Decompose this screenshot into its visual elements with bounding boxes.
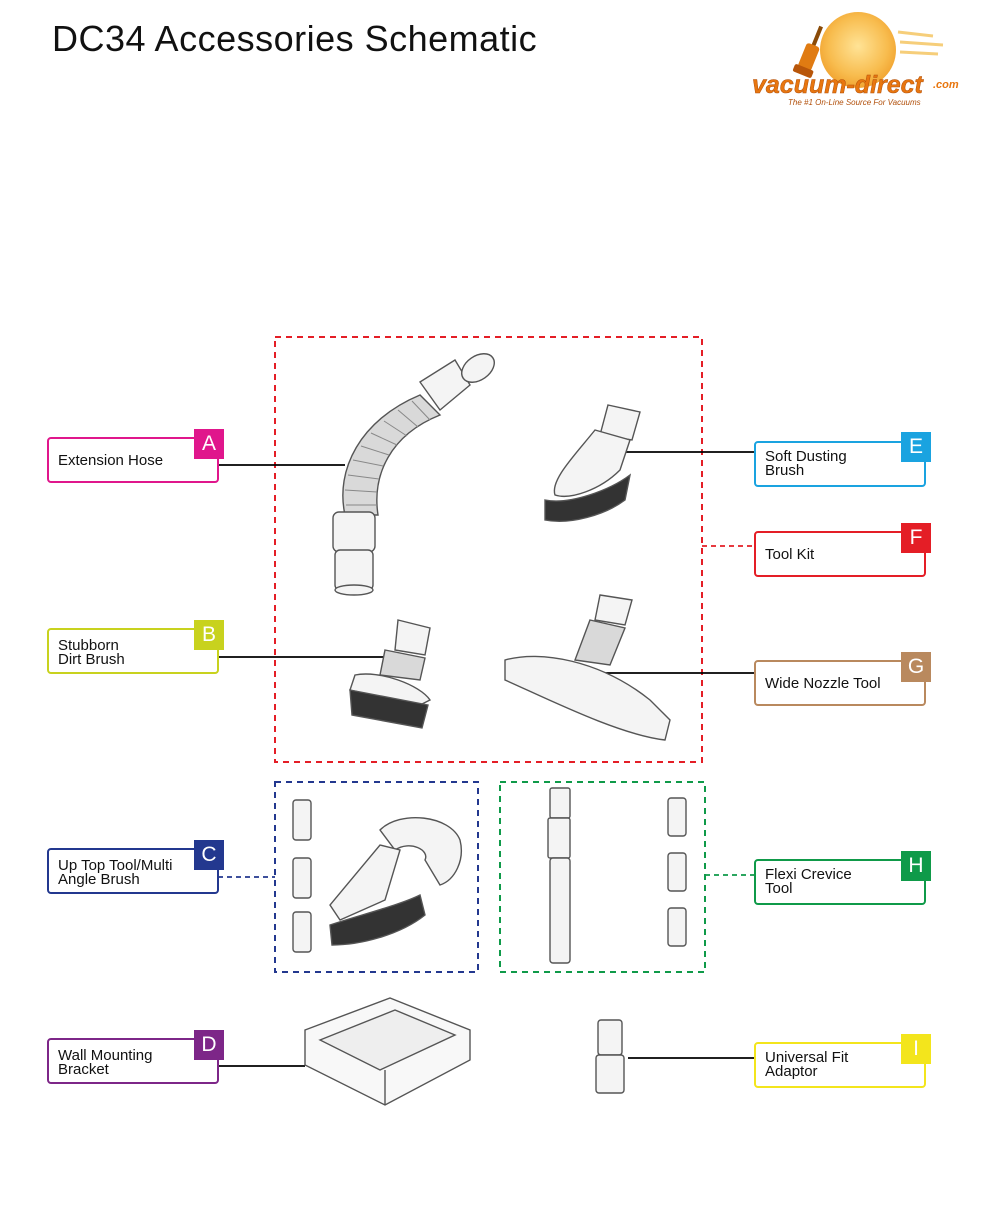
extension-hose-illustration: [332, 353, 495, 596]
soft-dusting-brush-illustration: [544, 404, 641, 522]
up-top-tool-illustration: [292, 799, 462, 953]
logo-wordmark: vacuum-direct: [752, 71, 925, 99]
callout-d-label: Wall Mounting Bracket: [58, 1047, 153, 1078]
callout-i-label: Universal Fit Adaptor: [765, 1049, 849, 1080]
callout-d[interactable]: Wall Mounting Bracket: [47, 1038, 219, 1084]
logo-tagline: The #1 On-Line Source For Vacuums: [788, 98, 921, 107]
callout-c[interactable]: Up Top Tool/Multi Angle Brush: [47, 848, 219, 894]
callout-i[interactable]: Universal Fit Adaptor: [754, 1042, 926, 1088]
logo-domain: .com: [933, 79, 959, 91]
callout-g[interactable]: Wide Nozzle Tool: [754, 660, 926, 706]
callout-f-label: Tool Kit: [765, 546, 815, 563]
page-title: DC34 Accessories Schematic: [52, 18, 538, 59]
adaptor-h-3: [667, 907, 687, 947]
vacuum-icon: [792, 25, 823, 78]
adaptor-c-1: [292, 799, 312, 841]
callout-a-letter: A: [194, 429, 224, 459]
callout-e-letter: E: [901, 432, 931, 462]
callout-b[interactable]: Stubborn Dirt Brush: [47, 628, 219, 674]
callout-d-letter: D: [194, 1030, 224, 1060]
callout-g-letter: G: [901, 652, 931, 682]
adaptor-h-1: [667, 797, 687, 837]
callout-h-letter: H: [901, 851, 931, 881]
callout-c-label: Up Top Tool/Multi Angle Brush: [58, 857, 173, 888]
up-top-tool-group-box: [274, 781, 479, 973]
adaptor-h-2: [667, 852, 687, 892]
adaptor-c-3: [292, 911, 312, 953]
callout-a-label: Extension Hose: [58, 452, 164, 469]
stubborn-dirt-brush-illustration: [349, 619, 432, 729]
callout-f-letter: F: [901, 523, 931, 553]
callout-e-label: Soft Dusting Brush: [765, 448, 847, 479]
flexi-crevice-group-box: [499, 781, 706, 973]
callout-e[interactable]: Soft Dusting Brush: [754, 441, 926, 487]
callout-h-label: Flexi Crevice Tool: [765, 866, 852, 897]
callout-i-letter: I: [901, 1034, 931, 1064]
callout-g-label: Wide Nozzle Tool: [765, 675, 881, 692]
callout-f[interactable]: Tool Kit: [754, 531, 926, 577]
wide-nozzle-tool-illustration: [504, 594, 671, 741]
tool-kit-group-box: [274, 336, 703, 763]
callout-b-label: Stubborn Dirt Brush: [58, 637, 125, 668]
wall-mounting-bracket-illustration: [304, 997, 471, 1106]
sun-shape: [820, 12, 896, 88]
vacuum-direct-logo[interactable]: vacuum-direct .com The #1 On-Line Source…: [748, 10, 980, 110]
universal-fit-adaptor-illustration: [595, 1019, 625, 1094]
callout-c-letter: C: [194, 840, 224, 870]
callout-a[interactable]: Extension Hose: [47, 437, 219, 483]
flexi-crevice-tool-illustration: [547, 787, 687, 964]
adaptor-c-2: [292, 857, 312, 899]
callout-h[interactable]: Flexi Crevice Tool: [754, 859, 926, 905]
logo-graphic: vacuum-direct .com The #1 On-Line Source…: [752, 12, 959, 107]
callout-b-letter: B: [194, 620, 224, 650]
